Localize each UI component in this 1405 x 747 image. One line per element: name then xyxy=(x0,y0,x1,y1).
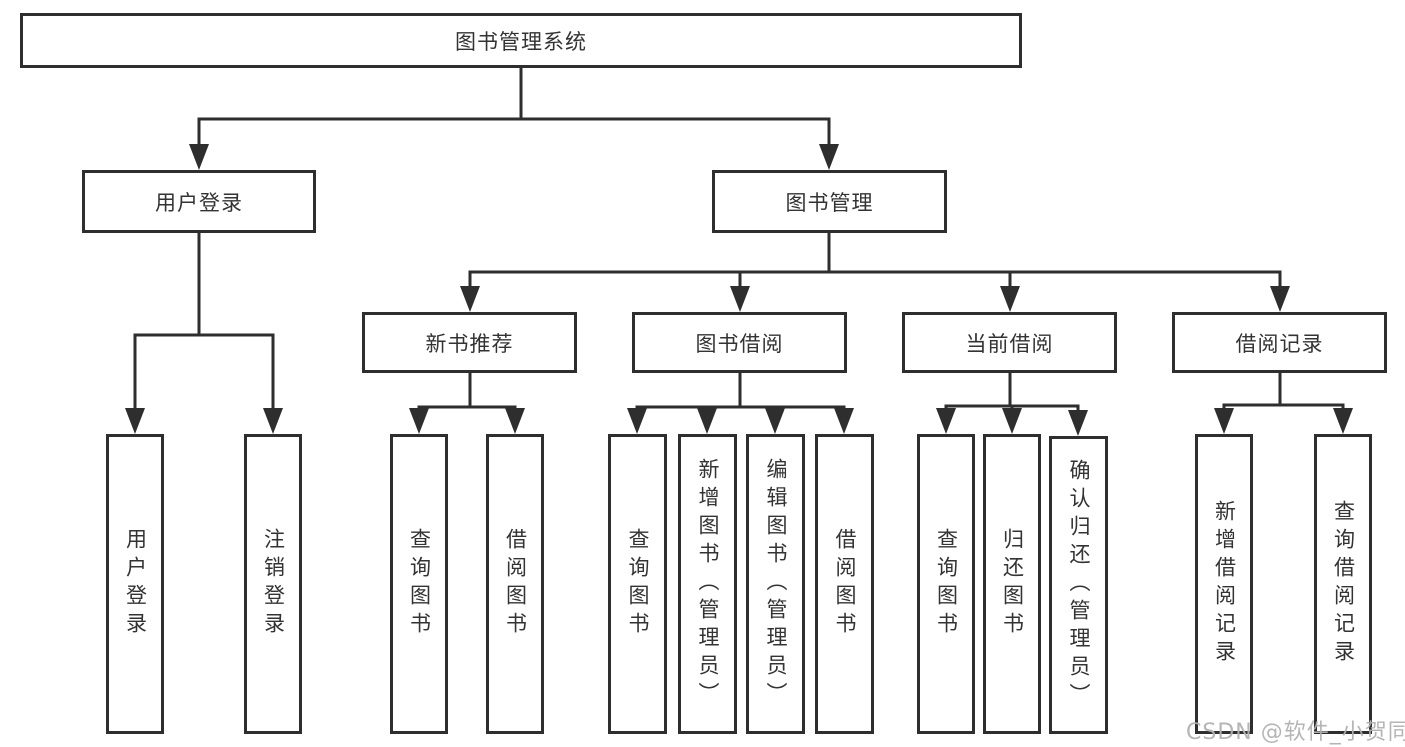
csdn-watermark: CSDN @软件_小贺同学 xyxy=(1186,720,1405,745)
node-book-borrow: 图书借阅 xyxy=(632,312,847,373)
leaf-label: 归还图书 xyxy=(1000,528,1025,640)
leaf-label: 确认归还（管理员） xyxy=(1067,459,1092,711)
leaf-borrow-books-2: 借阅图书 xyxy=(815,434,874,734)
leaf-edit-book-admin: 编辑图书（管理员） xyxy=(746,434,805,734)
leaf-label: 查询图书 xyxy=(407,528,432,640)
leaf-label: 借阅图书 xyxy=(833,528,858,640)
leaf-label: 借阅图书 xyxy=(503,528,528,640)
node-new-book-recommend: 新书推荐 xyxy=(362,312,577,373)
leaf-label: 编辑图书（管理员） xyxy=(764,458,789,710)
leaf-confirm-return-admin: 确认归还（管理员） xyxy=(1049,436,1108,734)
node-borrow-records: 借阅记录 xyxy=(1172,312,1387,373)
leaf-query-books-1: 查询图书 xyxy=(390,434,448,734)
leaf-label: 查询图书 xyxy=(934,528,959,640)
leaf-query-books-3: 查询图书 xyxy=(917,434,975,734)
leaf-label: 用户登录 xyxy=(123,528,148,640)
node-book-management-branch: 图书管理 xyxy=(712,170,947,233)
node-user-login-branch: 用户登录 xyxy=(82,170,316,233)
leaf-add-borrow-record: 新增借阅记录 xyxy=(1195,434,1253,734)
leaf-query-borrow-record: 查询借阅记录 xyxy=(1314,434,1372,734)
leaf-add-book-admin: 新增图书（管理员） xyxy=(678,434,737,734)
leaf-return-book: 归还图书 xyxy=(983,434,1041,734)
leaf-label: 注销登录 xyxy=(261,528,286,640)
leaf-query-books-2: 查询图书 xyxy=(608,434,667,734)
leaf-label: 查询图书 xyxy=(626,528,651,640)
leaf-label: 查询借阅记录 xyxy=(1331,500,1356,668)
node-root-library-system: 图书管理系统 xyxy=(20,13,1022,68)
leaf-label: 新增图书（管理员） xyxy=(696,458,721,710)
leaf-user-login: 用户登录 xyxy=(106,434,164,734)
leaf-borrow-books-1: 借阅图书 xyxy=(486,434,544,734)
leaf-label: 新增借阅记录 xyxy=(1212,500,1237,668)
leaf-logout: 注销登录 xyxy=(244,434,302,734)
node-current-borrow: 当前借阅 xyxy=(902,312,1117,373)
